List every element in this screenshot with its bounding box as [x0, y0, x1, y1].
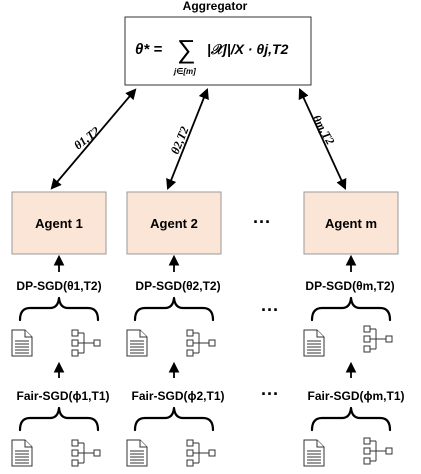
agent-m-label: Agent m — [325, 216, 377, 231]
agent-2-label: Agent 2 — [150, 216, 198, 231]
network-tree-icon — [363, 437, 393, 465]
document-icon — [11, 439, 33, 467]
document-icon — [126, 439, 148, 467]
ellipsis-fair: ··· — [261, 384, 279, 404]
document-icon — [303, 329, 325, 357]
ellipsis-agents: ··· — [253, 212, 271, 232]
dp-sgd-label-2: DP-SGD(θ2,T2) — [135, 279, 220, 293]
formula-sum-subscript: j∈[m] — [173, 67, 196, 76]
document-icon — [303, 439, 325, 467]
brace-fair-2 — [133, 406, 215, 432]
agent-m-box — [303, 191, 399, 255]
network-tree-icon — [186, 439, 216, 467]
aggregator-box — [124, 16, 312, 86]
arrow-agent1-aggregator — [50, 88, 137, 190]
brace-dp-1 — [18, 296, 100, 322]
fair-sgd-label-1: Fair-SGD(ϕ1,T1) — [16, 389, 109, 403]
fair-sgd-label-2: Fair-SGD(ϕ2,T1) — [131, 389, 224, 403]
network-tree-icon — [71, 329, 101, 357]
formula-term: |𝒳j|/X · θj,T2 — [207, 41, 289, 57]
formula-sum-symbol: ∑ — [177, 34, 196, 64]
fair-sgd-label-m: Fair-SGD(ϕm,T1) — [307, 389, 404, 403]
dp-sgd-label-1: DP-SGD(θ1,T2) — [16, 279, 101, 293]
arrow-agentm-aggregator — [298, 88, 347, 190]
agent-2-box — [126, 191, 222, 255]
agent-1-box — [11, 191, 107, 255]
aggregator-title: Aggregator — [183, 0, 248, 13]
formula-lhs: θ* = — [135, 41, 162, 58]
arrow-agent2-aggregator — [166, 87, 209, 191]
ellipsis-dp: ··· — [261, 300, 279, 320]
brace-dp-m — [310, 296, 392, 322]
brace-fair-1 — [18, 406, 100, 432]
network-tree-icon — [71, 439, 101, 467]
network-tree-icon — [186, 329, 216, 357]
aggregator-formula: θ* = ∑ j∈[m] |𝒳j|/X · θj,T2 — [135, 34, 289, 76]
brace-fair-m — [310, 406, 392, 432]
agent-1-label: Agent 1 — [35, 216, 83, 231]
network-tree-icon — [363, 325, 393, 353]
arrow-label-m: θm,T2 — [309, 113, 337, 148]
dp-sgd-label-m: DP-SGD(θm,T2) — [305, 279, 394, 293]
document-icon — [11, 329, 33, 357]
document-icon — [126, 329, 148, 357]
brace-dp-2 — [133, 296, 215, 322]
